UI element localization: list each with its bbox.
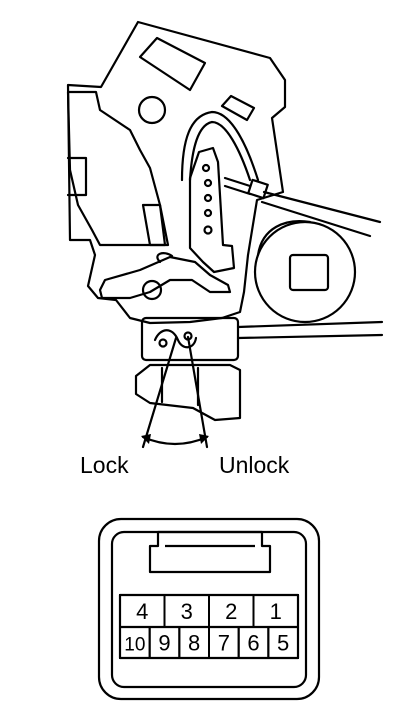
arc-arrowhead-right (199, 434, 209, 444)
top-pin-label: 4 (136, 599, 148, 624)
connector-top-row: 4 3 2 1 (119, 594, 299, 628)
cable-lower (223, 184, 372, 238)
control-rod-inner (188, 120, 252, 182)
switch-wire (236, 320, 384, 340)
drum-outer (253, 220, 357, 324)
drum-rim (256, 220, 312, 257)
lever-hole (201, 163, 211, 173)
switch-contacts (153, 329, 198, 349)
actuator-detail (160, 366, 200, 407)
bottom-pin-label: 5 (277, 631, 289, 656)
lever-hole (203, 193, 213, 203)
top-pin-label: 3 (181, 599, 193, 624)
bottom-pin-label: 8 (188, 631, 200, 656)
lever-hole (203, 225, 213, 235)
housing-window (138, 36, 207, 92)
cable-end (247, 178, 269, 200)
pawl-lever (98, 255, 232, 300)
latch-notch (66, 156, 88, 197)
latch-block (66, 90, 170, 247)
lock-arm (141, 336, 178, 449)
lever-arm (188, 146, 236, 274)
bottom-pin-cell (267, 626, 300, 659)
housing-hole (137, 95, 167, 125)
bottom-pin-label: 7 (218, 631, 230, 656)
housing-tab (220, 94, 256, 122)
drum-square-hole (288, 253, 330, 292)
lock-housing (66, 20, 287, 325)
lever-hole (203, 208, 213, 218)
pawl-hook (156, 252, 174, 264)
switch-terminal (158, 338, 168, 348)
control-rod (180, 110, 260, 182)
connector-outer-shell (97, 517, 321, 701)
latch-slot (141, 203, 167, 247)
lock-label: Lock (80, 452, 129, 478)
bottom-pin-label: 9 (158, 631, 170, 656)
unlock-label: Unlock (219, 452, 290, 478)
top-pin-label: 2 (225, 599, 237, 624)
actuator-body (134, 363, 242, 422)
lever-hole (203, 178, 213, 188)
arc-arrowhead-left (141, 434, 151, 444)
cable-upper (223, 176, 382, 224)
top-pin-label: 1 (270, 599, 282, 624)
unlock-arm (186, 335, 209, 449)
bottom-pin-label: 10 (124, 635, 145, 656)
bottom-pin-label: 6 (247, 631, 259, 656)
pawl-pivot (141, 279, 163, 301)
connector-latch (148, 530, 272, 574)
rotation-arc (141, 435, 209, 446)
